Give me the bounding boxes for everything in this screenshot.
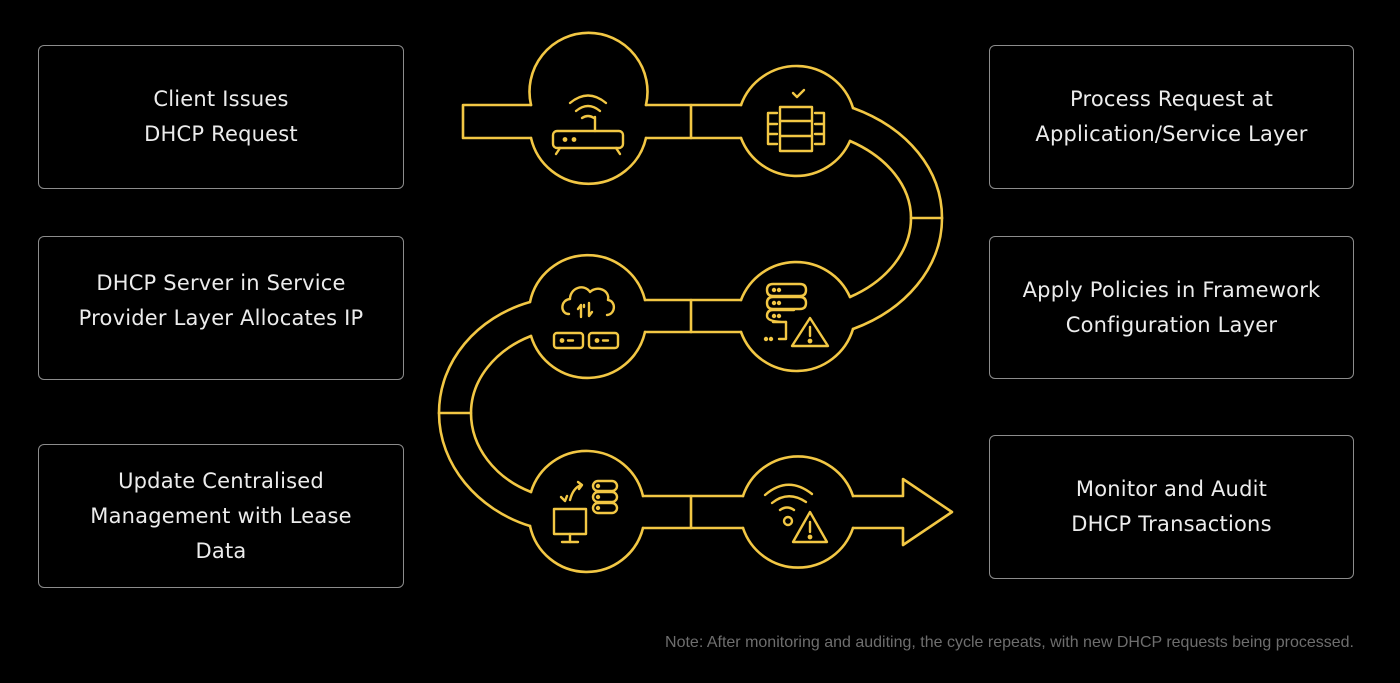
- step-apply-policies-framework: Apply Policies in Framework Configuratio…: [989, 236, 1354, 379]
- flow-path: [437, 103, 954, 547]
- monitor-database-sync-icon: [552, 479, 619, 544]
- path-segment: [469, 334, 533, 494]
- step-label: Apply Policies in Framework Configuratio…: [1022, 277, 1321, 337]
- circle-node: [528, 449, 645, 574]
- cloud-sync-servers-icon: [552, 286, 620, 350]
- wifi-warning-icon: [763, 483, 829, 544]
- circle-node: [528, 253, 647, 380]
- path-segment: [643, 298, 743, 334]
- circle-node: [739, 64, 855, 178]
- circle-node: [741, 455, 855, 569]
- wifi-router-icon: [551, 94, 625, 156]
- step-client-issues-dhcp-request: Client Issues DHCP Request: [38, 45, 404, 189]
- step-circles: [528, 31, 855, 574]
- step-update-centralised-management: Update Centralised Management with Lease…: [38, 444, 404, 588]
- step-label: Client Issues DHCP Request: [144, 87, 298, 146]
- path-segment: [644, 103, 743, 140]
- server-stack-warning-icon: [763, 282, 830, 348]
- step-label: Process Request at Application/Service L…: [1035, 87, 1308, 146]
- arrow-head: [851, 477, 954, 547]
- step-label: Monitor and Audit DHCP Transactions: [1071, 477, 1272, 536]
- path-segment: [641, 494, 745, 530]
- server-rack-check-icon: [766, 88, 826, 153]
- step-label: Update Centralised Management with Lease…: [90, 468, 352, 563]
- path-segment: [848, 139, 913, 299]
- step-process-request-application-layer: Process Request at Application/Service L…: [989, 45, 1354, 189]
- step-label: DHCP Server in Service Provider Layer Al…: [78, 271, 364, 330]
- circle-node: [528, 31, 649, 185]
- footnote: Note: After monitoring and auditing, the…: [665, 634, 1354, 651]
- step-monitor-audit-dhcp: Monitor and Audit DHCP Transactions: [989, 435, 1354, 579]
- path-segment: [461, 103, 533, 140]
- step-dhcp-server-allocates-ip: DHCP Server in Service Provider Layer Al…: [38, 236, 404, 380]
- circle-node: [739, 260, 855, 373]
